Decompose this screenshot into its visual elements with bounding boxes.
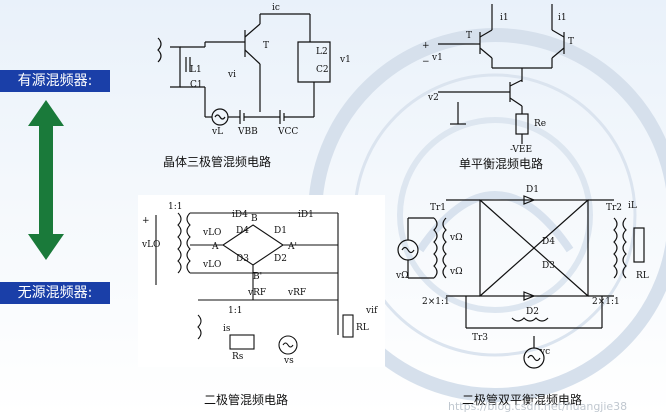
svg-text:iL: iL	[628, 201, 637, 211]
svg-text:v1: v1	[339, 55, 351, 65]
caption-double-balanced-mixer: 二极管双平衡混频电路	[462, 393, 583, 407]
svg-text:T: T	[466, 31, 472, 41]
svg-text:VCC: VCC	[277, 127, 298, 137]
caption-diode-mixer: 二极管混频电路	[204, 393, 289, 407]
svg-text:i1: i1	[558, 13, 567, 23]
svg-text:L2: L2	[316, 47, 328, 57]
svg-text:Tr2: Tr2	[606, 203, 622, 213]
svg-text:1:1: 1:1	[168, 202, 182, 212]
svg-text:vΩ: vΩ	[449, 267, 463, 277]
svg-text:vΩ: vΩ	[395, 271, 409, 281]
passive-mixer-label: 无源混频器:	[0, 282, 110, 304]
svg-text:VBB: VBB	[237, 127, 258, 137]
svg-text:C2: C2	[316, 65, 329, 75]
svg-text:D3: D3	[236, 254, 249, 264]
svg-text:Re: Re	[534, 119, 546, 129]
svg-text:T: T	[263, 41, 269, 51]
svg-text:D3: D3	[542, 261, 555, 271]
diode-mixer-panel: + vLO 1:1 iD4 iD1 B A A' D4 D1 D3 D2 B' …	[138, 195, 385, 367]
svg-text:L1: L1	[190, 65, 202, 75]
svg-text:B': B'	[253, 272, 262, 282]
svg-text:is: is	[223, 324, 231, 334]
svg-text:B: B	[251, 214, 258, 224]
svg-text:D2: D2	[526, 307, 539, 317]
double-balanced-mixer-diagram: Tr1 Tr2 iL RL D1 D4 D3 D2 vΩ vΩ vΩ 2×1:1…	[395, 185, 649, 369]
svg-text:vΩ: vΩ	[449, 233, 463, 243]
caption-single-balanced-mixer: 单平衡混频电路	[459, 157, 544, 171]
svg-text:−: −	[422, 57, 430, 67]
svg-text:D1: D1	[526, 185, 539, 195]
svg-text:D4: D4	[236, 226, 249, 236]
svg-text:Tr3: Tr3	[472, 333, 488, 343]
svg-text:1:1: 1:1	[228, 306, 242, 316]
transistor-mixer-diagram: ic T L1 C1 vi L2 C2 v1 vL VBB VCC	[157, 3, 351, 137]
svg-text:iD1: iD1	[298, 210, 314, 220]
svg-text:i1: i1	[500, 13, 509, 23]
svg-text:T: T	[568, 37, 574, 47]
svg-text:vRF: vRF	[247, 288, 266, 298]
svg-text:RL: RL	[636, 271, 649, 281]
svg-text:Tr1: Tr1	[430, 203, 446, 213]
single-balanced-mixer-diagram: i1 i1 T T + v1 − v2 Re -VEE	[422, 4, 574, 152]
svg-text:-VEE: -VEE	[510, 145, 532, 152]
svg-text:D1: D1	[274, 226, 287, 236]
svg-text:A': A'	[287, 242, 297, 252]
svg-text:vif: vif	[365, 306, 378, 316]
svg-text:A: A	[211, 242, 219, 252]
svg-text:D4: D4	[542, 237, 555, 247]
svg-text:Rs: Rs	[232, 352, 244, 362]
svg-text:+: +	[422, 41, 430, 51]
svg-text:C1: C1	[190, 80, 203, 90]
svg-text:D2: D2	[274, 254, 287, 264]
svg-text:vRF: vRF	[287, 288, 306, 298]
diode-mixer-diagram: + vLO 1:1 iD4 iD1 B A A' D4 D1 D3 D2 B' …	[141, 202, 378, 366]
svg-text:iD4: iD4	[232, 210, 248, 220]
svg-text:2×1:1: 2×1:1	[422, 297, 450, 307]
svg-text:vLO: vLO	[202, 260, 221, 270]
active-mixer-label: 有源混频器:	[0, 70, 110, 92]
svg-text:vL: vL	[211, 127, 223, 137]
svg-text:vc: vc	[539, 347, 550, 357]
svg-text:v2: v2	[427, 93, 439, 103]
svg-text:v1: v1	[431, 53, 443, 63]
svg-text:vi: vi	[227, 70, 236, 80]
svg-text:+: +	[142, 216, 150, 226]
csdn-watermark: https://blog.csdn.net/huangjie38	[448, 400, 628, 413]
svg-text:2×1:1: 2×1:1	[592, 297, 620, 307]
svg-text:RL: RL	[356, 323, 369, 333]
svg-text:vLO: vLO	[202, 228, 221, 238]
svg-text:ic: ic	[272, 3, 280, 13]
svg-text:vLO: vLO	[141, 240, 160, 250]
svg-text:vs: vs	[283, 356, 294, 366]
double-arrow-icon	[28, 100, 64, 260]
caption-transistor-mixer: 晶体三极管混频电路	[163, 155, 272, 169]
